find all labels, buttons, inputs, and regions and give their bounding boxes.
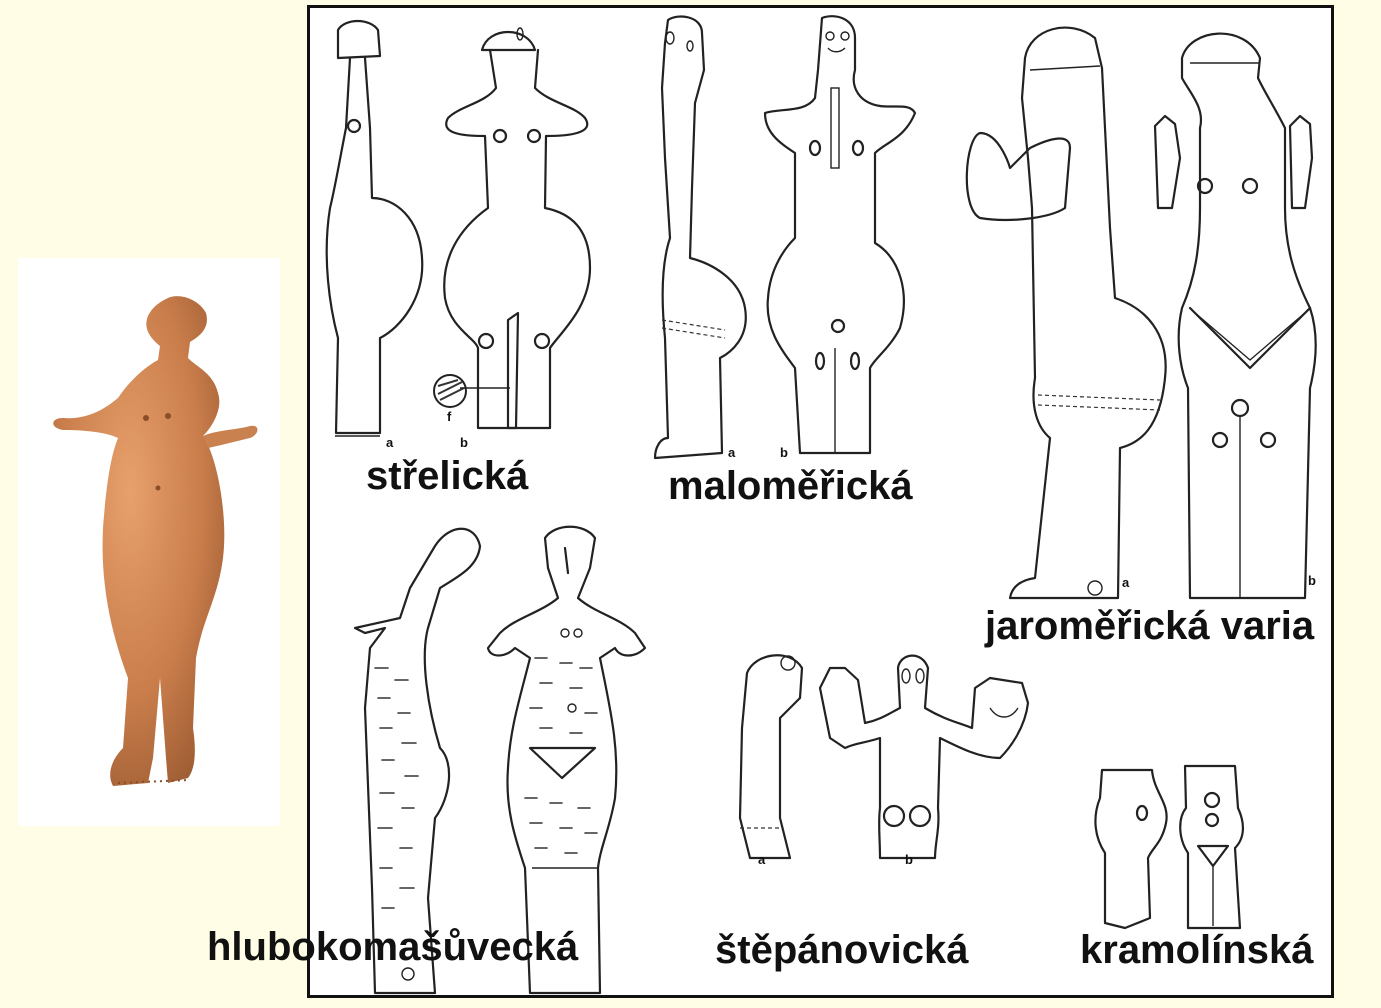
strelicka-view-b-label: b	[460, 436, 468, 449]
caption-jaromericka: jaroměřická varia	[985, 606, 1314, 646]
stepanovicka-side-drawing	[740, 655, 802, 858]
malomericka-view-a-label: a	[728, 446, 735, 459]
clay-figurine-photo	[18, 258, 280, 826]
malomericka-front-drawing	[765, 16, 915, 453]
kramolinska-front-drawing	[1180, 766, 1243, 928]
caption-stepanovicka: štěpánovická	[715, 930, 968, 970]
strelicka-front-drawing	[434, 28, 590, 428]
jaromericka-side-drawing	[967, 28, 1166, 598]
caption-hlubokomasuvecka: hlubokomašůvecká	[207, 927, 578, 967]
figurine-photo	[18, 258, 280, 826]
strelicka-section-f-label: f	[447, 410, 451, 423]
stepanovicka-view-a-label: a	[758, 853, 765, 866]
malomericka-view-b-label: b	[780, 446, 788, 459]
kramolinska-side-drawing	[1095, 770, 1166, 928]
figurine-drawings-frame: a b f a b a b a b střelická maloměřická …	[307, 5, 1334, 998]
caption-kramolinska: kramolínská	[1080, 930, 1313, 970]
malomericka-side-drawing	[655, 16, 746, 458]
jaromericka-view-b-label: b	[1308, 574, 1316, 587]
strelicka-view-a-label: a	[386, 436, 393, 449]
caption-strelicka: střelická	[366, 456, 528, 496]
hlubokomasuvecka-front-drawing	[488, 527, 645, 993]
strelicka-side-drawing	[327, 21, 423, 436]
jaromericka-front-drawing	[1155, 34, 1316, 598]
caption-malomericka: maloměřická	[668, 466, 913, 506]
stepanovicka-front-drawing	[820, 656, 1028, 858]
jaromericka-view-a-label: a	[1122, 576, 1129, 589]
stepanovicka-view-b-label: b	[905, 853, 913, 866]
hlubokomasuvecka-side-drawing	[355, 529, 480, 993]
